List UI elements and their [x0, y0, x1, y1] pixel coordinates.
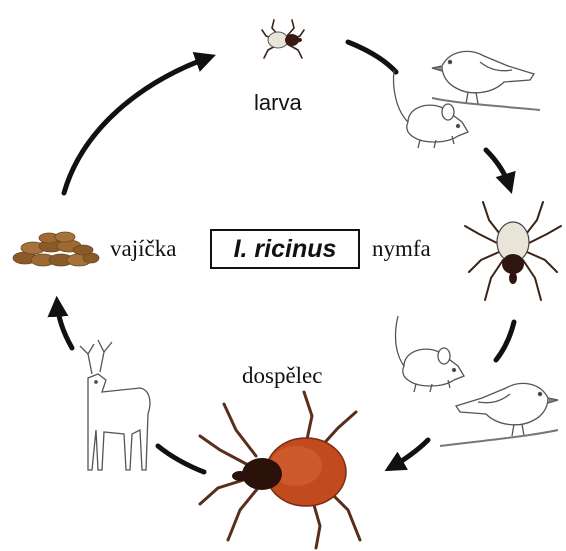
- arrow-deer-to-eggs: [57, 302, 72, 348]
- arrow-adult-to-deer: [158, 446, 204, 472]
- arrow-nymph-to-hosts: [496, 322, 514, 360]
- eggs-icon: [13, 232, 99, 266]
- arrow-eggs-to-larva: [64, 57, 210, 193]
- mouse-host-icon-2: [396, 316, 464, 392]
- larva-tick-icon: [262, 20, 304, 58]
- deer-host-icon: [80, 340, 150, 470]
- label-nymph: nymfa: [372, 237, 431, 260]
- bird-host-icon-2: [440, 383, 558, 446]
- species-title-box: I. ricinus: [210, 229, 360, 269]
- nymph-tick-icon: [465, 202, 561, 300]
- arrow-larva-to-hosts: [348, 42, 396, 72]
- label-eggs: vajíčka: [110, 237, 176, 260]
- label-adult: dospělec: [242, 364, 322, 387]
- arrow-hosts-to-nymph: [486, 150, 510, 188]
- arrow-hosts-to-adult: [390, 440, 428, 468]
- label-larva: larva: [254, 92, 302, 114]
- bird-host-icon: [432, 51, 540, 110]
- adult-tick-icon: [200, 392, 360, 548]
